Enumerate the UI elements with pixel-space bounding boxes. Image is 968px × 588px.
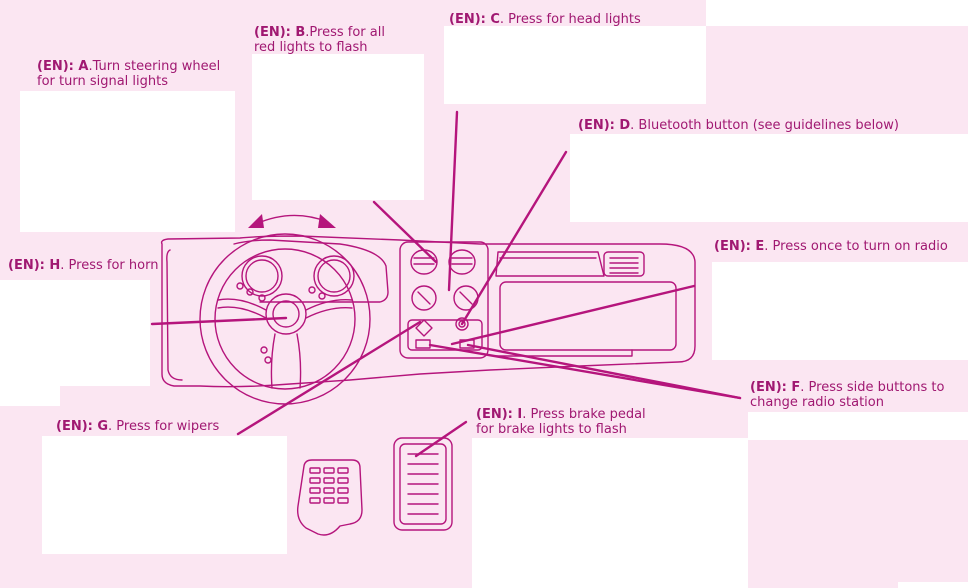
callout-e: (EN): E. Press once to turn on radio (714, 239, 948, 254)
callout-h: (EN): H. Press for horn (8, 258, 159, 273)
callout-box-h-b (0, 386, 60, 406)
callout-g: (EN): G. Press for wipers (56, 419, 220, 434)
callout-d: (EN): D. Bluetooth button (see guideline… (578, 118, 899, 133)
callout-box-h (0, 280, 150, 386)
brake-pedal-icon (393, 437, 453, 531)
leader-line-h (150, 316, 288, 326)
callout-box-b (252, 54, 424, 200)
callout-box-i (472, 438, 748, 588)
leader-line-f2 (466, 343, 742, 400)
leader-line-g (236, 320, 422, 436)
callout-box-g (42, 436, 287, 554)
callout-box-c (444, 26, 706, 104)
callout-box-f (748, 412, 968, 440)
dashboard-icon (160, 235, 696, 388)
callout-box-c-top (706, 0, 968, 26)
callout-c: (EN): C. Press for head lights (449, 12, 641, 27)
callout-box-a (20, 91, 235, 232)
leader-line-b (372, 200, 438, 264)
gas-pedal-icon (296, 459, 363, 536)
leader-line-c (447, 110, 459, 292)
callout-box-d (570, 134, 968, 222)
turn-arrow-icon (255, 214, 329, 225)
callout-box-corner (898, 582, 968, 588)
leader-line-d (460, 150, 568, 326)
steering-wheel-icon (199, 233, 371, 405)
leader-line-e (450, 284, 696, 346)
leader-line-f1 (428, 343, 742, 400)
callout-box-e (712, 262, 968, 360)
leader-line-i (414, 420, 468, 458)
